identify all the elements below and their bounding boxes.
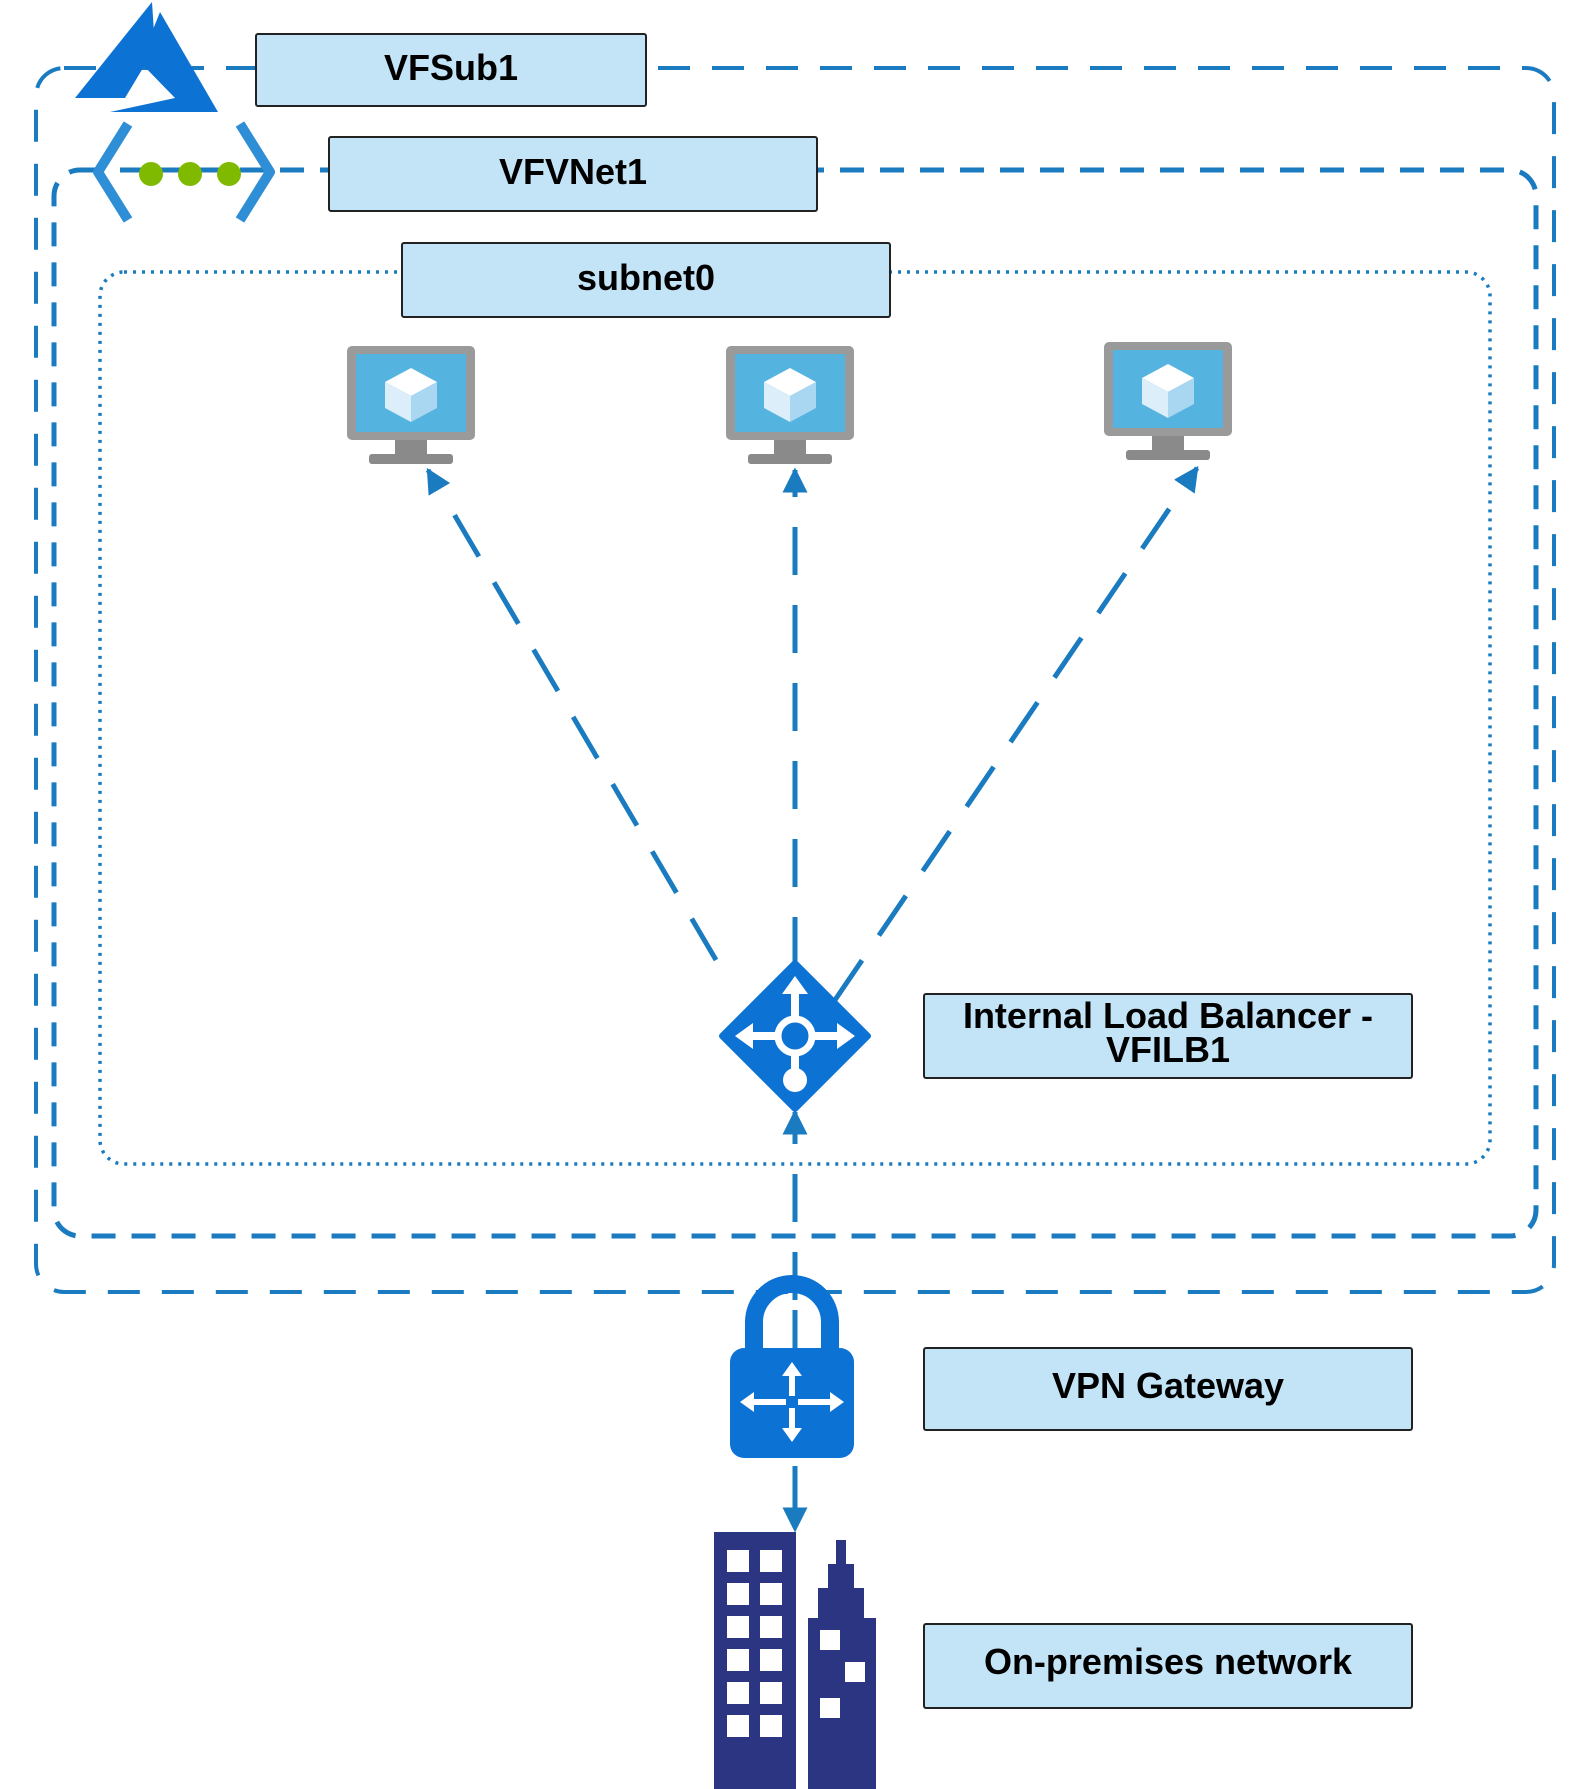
connections (425, 465, 1200, 1533)
subnet-boundary (98, 270, 1492, 1166)
connection-lb-to-vm-3 (832, 465, 1200, 1002)
vnet-boundary (51, 167, 1539, 1239)
virtual-machine-icon (347, 346, 475, 464)
connection-lb-to-vm-1 (425, 467, 719, 962)
virtual-machine-icon (1104, 342, 1232, 460)
subscription-name: VFSub1 (384, 47, 518, 88)
virtual-network-icon (93, 121, 275, 223)
on-premises-label: On-premises network (923, 1623, 1413, 1709)
subscription-boundary (34, 66, 1556, 1294)
azure-logo-icon (75, 2, 218, 112)
on-premises-name: On-premises network (984, 1641, 1353, 1682)
vnet-name: VFVNet1 (499, 151, 647, 192)
office-building-icon (714, 1532, 876, 1789)
vpn-gateway-icon (730, 1275, 854, 1458)
load-balancer-icon (719, 960, 871, 1112)
load-balancer-name-line-1: Internal Load Balancer - (963, 995, 1373, 1036)
vpn-gateway-name: VPN Gateway (1052, 1365, 1284, 1406)
load-balancer-name-line-2: VFILB1 (1106, 1029, 1230, 1070)
load-balancer-label: Internal Load Balancer - VFILB1 (923, 993, 1413, 1079)
subnet-name: subnet0 (577, 257, 715, 298)
vnet-label: VFVNet1 (328, 136, 818, 212)
subscription-label: VFSub1 (255, 33, 647, 107)
subnet-label: subnet0 (401, 242, 891, 318)
virtual-machine-icon (726, 346, 854, 464)
vpn-gateway-label: VPN Gateway (923, 1347, 1413, 1431)
